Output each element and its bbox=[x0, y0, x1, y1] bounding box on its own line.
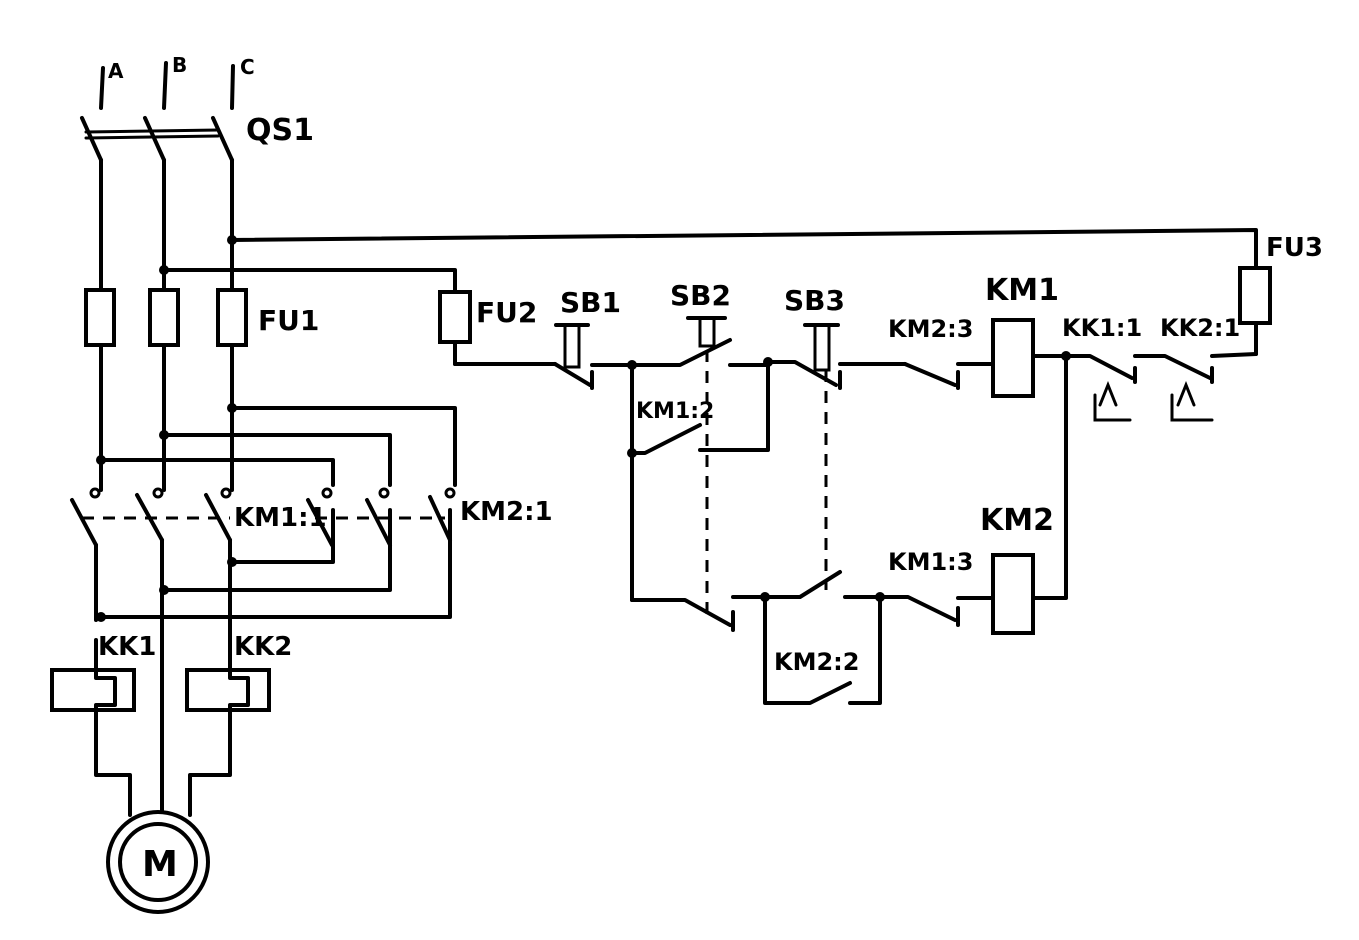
thermal-relays: KK1 KK2 bbox=[50, 632, 292, 712]
km2-1-label: KM2:1 bbox=[460, 497, 553, 527]
control-rung-km2: KM2:2 KM1:3 KM2 bbox=[630, 503, 1054, 705]
km1-coil-label: KM1 bbox=[985, 273, 1059, 308]
kk2-label: KK2 bbox=[234, 632, 292, 662]
fu3-fuse: FU3 bbox=[1238, 233, 1323, 325]
fu2-label: FU2 bbox=[476, 296, 537, 329]
phase-b-label: B bbox=[172, 53, 187, 77]
km1-2-label: KM1:2 bbox=[636, 399, 714, 424]
sb2-label: SB2 bbox=[670, 279, 731, 312]
sb3-label: SB3 bbox=[784, 284, 845, 317]
reversing-wiring bbox=[96, 403, 457, 622]
motor: M bbox=[94, 708, 232, 914]
km-main-contacts: KM1:1 KM2:1 bbox=[70, 487, 553, 802]
kk1-1-label: KK1:1 bbox=[1062, 314, 1142, 342]
motor-label: M bbox=[142, 844, 178, 885]
phase-inputs: A B C bbox=[99, 53, 255, 110]
km2-2-label: KM2:2 bbox=[774, 648, 859, 676]
qs1-label: QS1 bbox=[246, 113, 314, 148]
fu1-label: FU1 bbox=[258, 304, 319, 337]
km1-1-label: KM1:1 bbox=[234, 503, 327, 533]
fu3-label: FU3 bbox=[1266, 233, 1323, 263]
km1-3-label: KM1:3 bbox=[888, 548, 973, 576]
control-supply bbox=[159, 228, 1258, 356]
qs1-switch: QS1 bbox=[80, 113, 314, 162]
km2-coil-label: KM2 bbox=[980, 503, 1054, 538]
phase-a-label: A bbox=[108, 59, 124, 83]
sb1-label: SB1 bbox=[560, 286, 621, 319]
km1-2-holding-contact: KM1:2 bbox=[627, 360, 770, 602]
km2-3-label: KM2:3 bbox=[888, 315, 973, 343]
fu2-fuse: FU2 bbox=[438, 290, 537, 366]
kk1-label: KK1 bbox=[98, 632, 156, 662]
control-rung-km1: SB1 SB2 SB3 KM2:3 KM1 KK1:1 bbox=[453, 273, 1258, 615]
phase-c-label: C bbox=[240, 55, 255, 79]
fu1-fuses: FU1 bbox=[84, 288, 319, 347]
power-lines bbox=[99, 158, 234, 492]
kk2-1-label: KK2:1 bbox=[1160, 314, 1240, 342]
